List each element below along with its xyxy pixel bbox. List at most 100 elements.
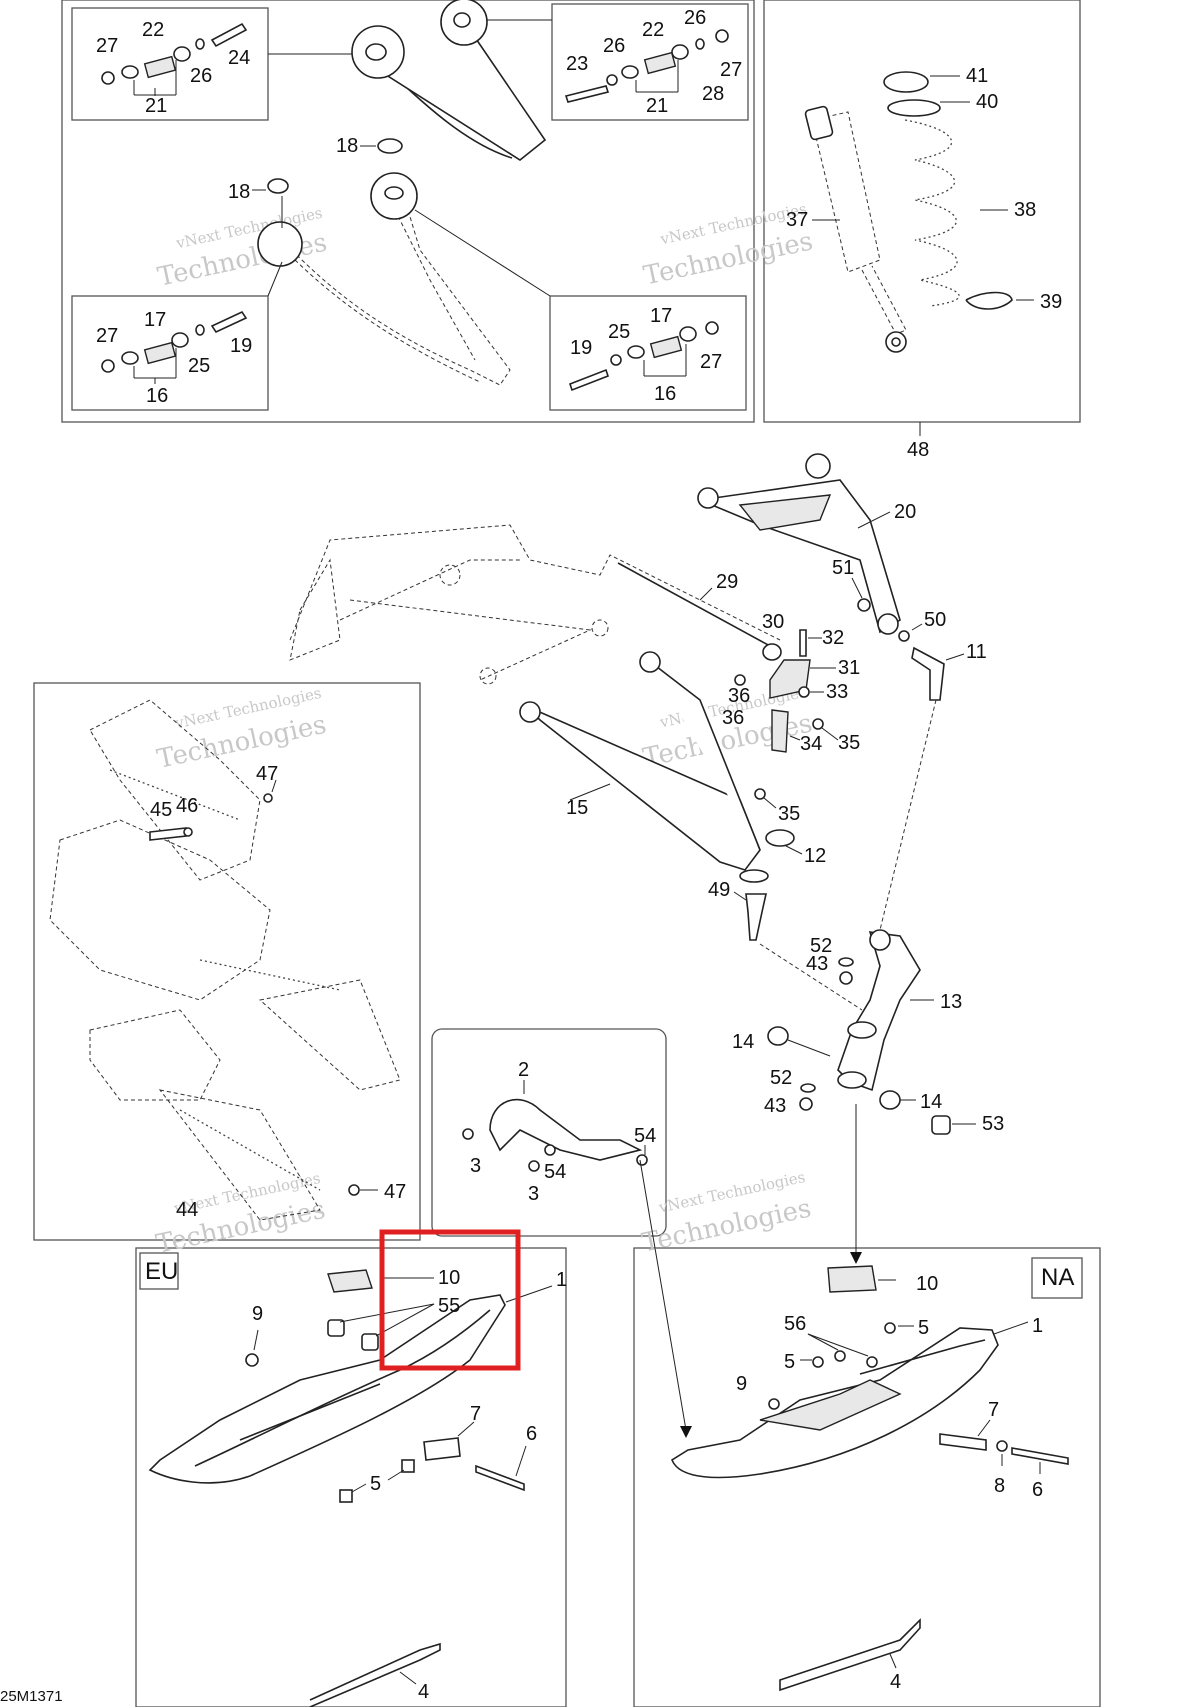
ski-handle-illustration [489, 1098, 643, 1161]
callout-27: 27 [96, 325, 118, 347]
callout-56: 56 [784, 1313, 806, 1335]
bushing-stack-top-left [101, 22, 248, 85]
callout-35: 35 [778, 803, 800, 825]
inset-box-top-left [71, 7, 269, 121]
upper-a-arm-illustration [351, 0, 547, 161]
callout-2: 2 [518, 1059, 529, 1081]
eu-ski-frame [135, 1247, 567, 1707]
callout-36: 36 [722, 707, 744, 729]
callout-37: 37 [786, 209, 808, 231]
callout-14: 14 [732, 1031, 754, 1053]
callout-34: 34 [800, 733, 822, 755]
callout-27: 27 [96, 35, 118, 57]
inset-box-top-right [551, 3, 749, 121]
callout-28: 28 [702, 83, 724, 105]
drawing-code: 25M1371 [0, 1688, 63, 1705]
chassis-illustration [49, 699, 401, 1221]
upper-control-arm-illustration [697, 453, 901, 635]
eu-region-tag-box [139, 1252, 179, 1290]
callout-16: 16 [146, 385, 168, 407]
callout-43: 43 [806, 953, 828, 975]
callout-44: 44 [176, 1199, 198, 1221]
callout-4: 4 [890, 1671, 901, 1693]
callout-19: 19 [570, 337, 592, 359]
callout-31: 31 [838, 657, 860, 679]
callout-6: 6 [1032, 1479, 1043, 1501]
callout-6: 6 [526, 1423, 537, 1445]
callout-49: 49 [708, 879, 730, 901]
callout-33: 33 [826, 681, 848, 703]
callout-53: 53 [982, 1113, 1004, 1135]
eu-region-tag: EU [145, 1258, 178, 1285]
callout-3: 3 [470, 1155, 481, 1177]
lower-control-arm-illustration [519, 651, 769, 883]
callout-52: 52 [770, 1067, 792, 1089]
callout-40: 40 [976, 91, 998, 113]
inset-box-mid-left [71, 295, 269, 411]
callout-5: 5 [784, 1351, 795, 1373]
callout-48: 48 [907, 439, 929, 461]
callout-11: 11 [966, 641, 987, 663]
callout-22: 22 [142, 19, 164, 41]
bushing-stack-mid-right [569, 321, 719, 392]
callout-47: 47 [384, 1181, 406, 1203]
callout-18: 18 [336, 135, 358, 157]
highlight-box [379, 1229, 521, 1371]
callout-5: 5 [918, 1317, 929, 1339]
callout-50: 50 [924, 609, 946, 631]
callout-19: 19 [230, 335, 252, 357]
frame-assembly-illustration [289, 524, 781, 685]
callout-21: 21 [646, 95, 668, 117]
callout-54: 54 [634, 1125, 656, 1147]
callout-9: 9 [736, 1373, 747, 1395]
callout-54: 54 [544, 1161, 566, 1183]
callout-9: 9 [252, 1303, 263, 1325]
callout-26: 26 [603, 35, 625, 57]
callout-7: 7 [470, 1403, 481, 1425]
callout-52: 52 [810, 935, 832, 957]
callout-27: 27 [700, 351, 722, 373]
callout-7: 7 [988, 1399, 999, 1421]
callout-30: 30 [762, 611, 784, 633]
callout-17: 17 [144, 309, 166, 331]
shock-absorber-illustration [804, 71, 1013, 353]
bushing-stack-mid-left [101, 310, 248, 373]
shock-detail-frame [763, 0, 1081, 423]
callout-55: 55 [438, 1295, 460, 1317]
callout-10: 10 [438, 1267, 460, 1289]
callout-43: 43 [764, 1095, 786, 1117]
callout-1: 1 [1032, 1315, 1043, 1337]
callout-25: 25 [188, 355, 210, 377]
callout-36: 36 [728, 685, 750, 707]
callout-23: 23 [566, 53, 588, 75]
inset-box-mid-right [549, 295, 747, 411]
callout-32: 32 [822, 627, 844, 649]
callout-4: 4 [418, 1681, 429, 1703]
na-region-tag: NA [1041, 1264, 1074, 1291]
callout-13: 13 [940, 991, 962, 1013]
callout-3: 3 [528, 1183, 539, 1205]
spindle-illustration [837, 929, 921, 1092]
handle-detail-frame [431, 1028, 667, 1237]
callout-22: 22 [642, 19, 664, 41]
watermark-group: vNext Technologies Technologies [155, 204, 330, 293]
watermark-group: vNext Technologies Technologies [154, 684, 329, 775]
callout-10: 10 [916, 1273, 938, 1295]
callout-46: 46 [176, 795, 198, 817]
na-ski-illustration [671, 1265, 1069, 1692]
callout-39: 39 [1040, 291, 1062, 313]
callout-16: 16 [654, 383, 676, 405]
callout-27: 27 [720, 59, 742, 81]
callout-26: 26 [684, 7, 706, 29]
chassis-detail-frame [33, 682, 421, 1241]
eu-ski-illustration [148, 1269, 525, 1707]
na-ski-frame [633, 1247, 1101, 1707]
watermark-group: vNext Technologies Technologies [639, 1168, 814, 1259]
callout-24: 24 [228, 47, 250, 69]
callout-18: 18 [228, 181, 250, 203]
callout-47: 47 [256, 763, 278, 785]
callout-35: 35 [838, 732, 860, 754]
bushing-stack-top-right [564, 29, 729, 103]
callout-8: 8 [994, 1475, 1005, 1497]
